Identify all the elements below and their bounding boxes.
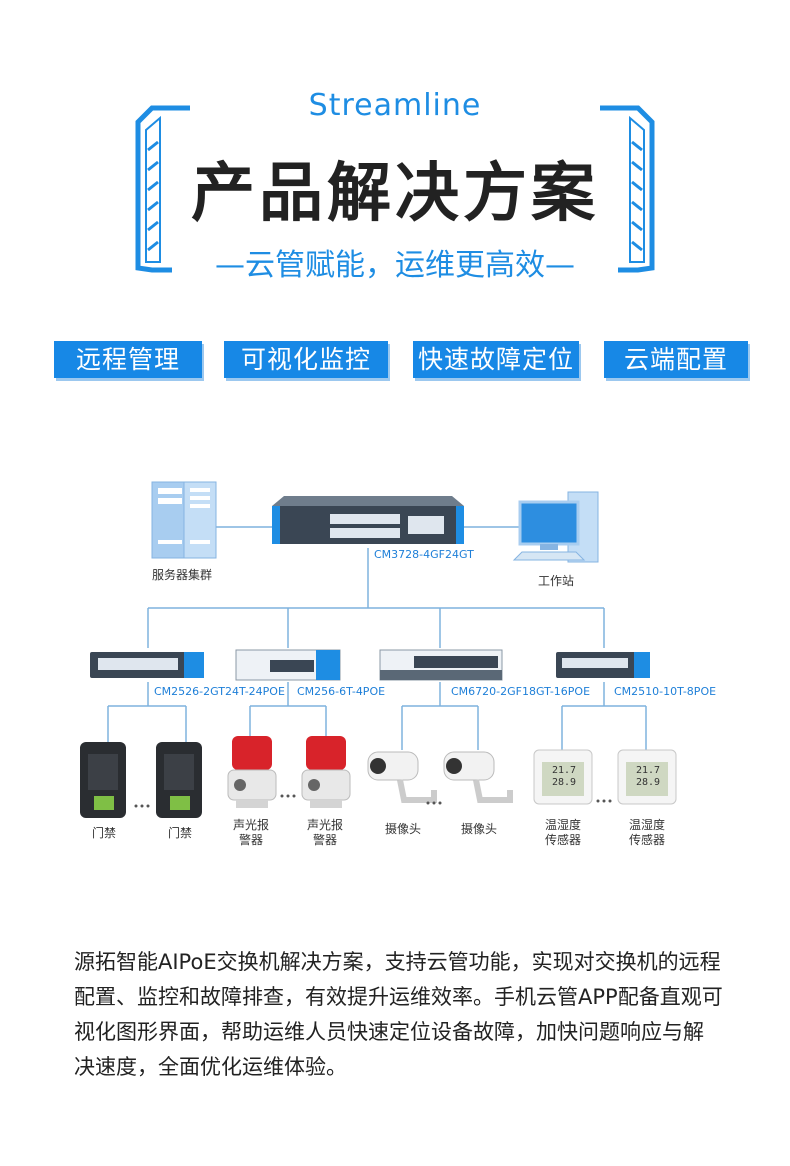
camera-icon bbox=[367, 751, 437, 803]
network-topology-diagram bbox=[80, 481, 677, 818]
access-switch-icon bbox=[379, 649, 503, 681]
device-caption-line1: 门禁 bbox=[91, 826, 116, 840]
left-bracket bbox=[135, 105, 190, 273]
access-control-icon bbox=[80, 742, 126, 818]
feature-tag-fault-location: 快速故障定位 bbox=[413, 341, 579, 378]
ellipsis-dots bbox=[134, 794, 612, 808]
device-caption-line1: 门禁 bbox=[167, 826, 192, 840]
sensor-readout-top: 21.7 bbox=[552, 765, 577, 776]
device-caption-line1: 声光报 bbox=[232, 818, 269, 832]
workstation-label: 工作站 bbox=[538, 574, 575, 588]
solution-description: 源拓智能AIPoE交换机解决方案，支持云管功能，实现对交换机的远程配置、监控和故… bbox=[74, 950, 723, 1079]
device-caption-line1: 温湿度 bbox=[628, 818, 665, 832]
server-cluster-icon bbox=[151, 481, 217, 559]
device-caption: 温湿度 传感器 bbox=[536, 818, 590, 848]
camera-icon bbox=[443, 751, 513, 803]
brand-tagline: Streamline bbox=[308, 88, 482, 123]
device-caption-line1: 温湿度 bbox=[544, 818, 581, 832]
sensor-readout-bottom: 28.9 bbox=[636, 777, 661, 788]
workstation-icon bbox=[512, 491, 599, 563]
page-title: 产品解决方案 bbox=[191, 157, 599, 231]
connection-lines bbox=[107, 526, 647, 750]
device-caption: 门禁 bbox=[160, 826, 200, 841]
access-switch-icon bbox=[235, 649, 341, 681]
device-caption-line2: 警器 bbox=[238, 833, 263, 847]
device-caption: 门禁 bbox=[84, 826, 124, 841]
feature-tag-remote-management: 远程管理 bbox=[54, 341, 202, 378]
device-caption: 温湿度 传感器 bbox=[620, 818, 674, 848]
temperature-humidity-sensor-icon bbox=[533, 749, 593, 805]
device-caption: 摄像头 bbox=[454, 822, 504, 837]
sensor-readout: 21.7 28.9 bbox=[636, 765, 660, 789]
feature-tag-cloud-config: 云端配置 bbox=[604, 341, 748, 378]
slogan: —云管赋能，运维更高效— bbox=[215, 248, 575, 283]
access-switch-icon bbox=[556, 652, 650, 678]
access-switch-model-label: CM256-6T-4POE bbox=[297, 685, 386, 698]
device-caption-line2: 传感器 bbox=[628, 833, 665, 847]
temperature-humidity-sensor-icon bbox=[617, 749, 677, 805]
sensor-readout-top: 21.7 bbox=[636, 765, 661, 776]
sensor-readout-bottom: 28.9 bbox=[552, 777, 577, 788]
right-bracket bbox=[600, 105, 655, 273]
access-switch-model-label: CM2510-10T-8POE bbox=[614, 685, 717, 698]
core-switch-icon bbox=[272, 496, 464, 544]
access-switch-model-label: CM2526-2GT24T-24POE bbox=[154, 685, 285, 698]
access-control-icon bbox=[156, 742, 202, 818]
device-caption-line2: 警器 bbox=[312, 833, 337, 847]
device-caption: 声光报 警器 bbox=[226, 818, 276, 848]
device-caption-line1: 摄像头 bbox=[384, 822, 421, 836]
device-caption: 声光报 警器 bbox=[300, 818, 350, 848]
device-caption-line1: 声光报 bbox=[306, 818, 343, 832]
server-cluster-label: 服务器集群 bbox=[152, 568, 213, 582]
device-caption-line1: 摄像头 bbox=[460, 822, 497, 836]
sensor-readout: 21.7 28.9 bbox=[552, 765, 576, 789]
alarm-light-icon bbox=[301, 736, 351, 808]
access-switch-icon bbox=[90, 652, 204, 678]
core-switch-model-label: CM3728-4GF24GT bbox=[374, 548, 474, 561]
header-frame bbox=[135, 105, 655, 273]
alarm-light-icon bbox=[227, 736, 277, 808]
device-caption: 摄像头 bbox=[378, 822, 428, 837]
device-caption-line2: 传感器 bbox=[544, 833, 581, 847]
access-switch-model-label: CM6720-2GF18GT-16POE bbox=[451, 685, 591, 698]
feature-tag-visual-monitoring: 可视化监控 bbox=[224, 341, 388, 378]
